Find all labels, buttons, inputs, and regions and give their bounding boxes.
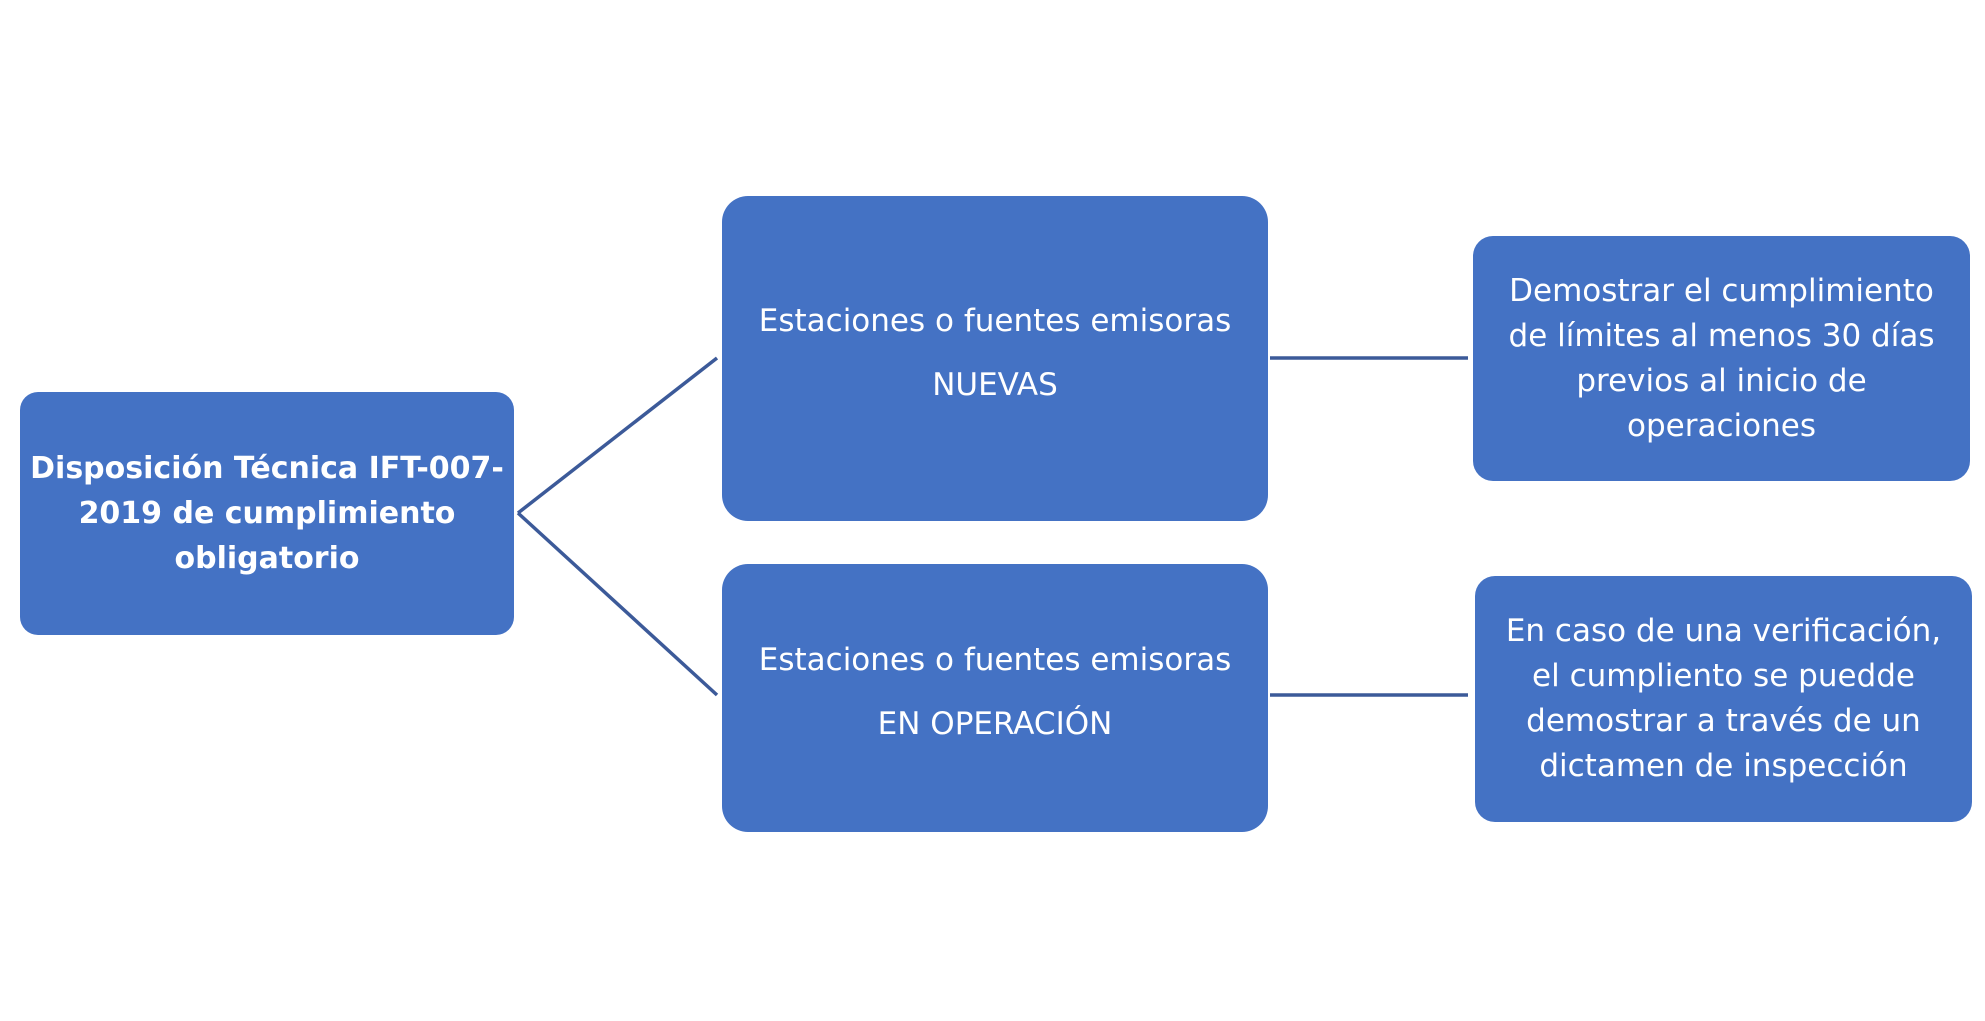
- detail-node-en-operacion: En caso de una verificación, el cumplien…: [1475, 576, 1972, 822]
- branch-sublabel: EN OPERACIÓN: [877, 706, 1113, 742]
- detail-line-4: dictamen de inspección: [1539, 748, 1908, 784]
- branch-label: Estaciones o fuentes emisoras: [758, 642, 1232, 678]
- connector-root-to-en-operacion: [516, 511, 719, 697]
- detail-line-1: Demostrar el cumplimiento: [1509, 272, 1934, 309]
- detail-line-1: En caso de una verificación,: [1505, 613, 1942, 649]
- detail-line-3: previos al inicio de: [1576, 362, 1867, 399]
- detail-line-2: de límites al menos 30 días: [1508, 317, 1935, 354]
- root-line-1: Disposición Técnica IFT-007-: [30, 451, 504, 486]
- root-line-3: obligatorio: [174, 541, 360, 576]
- detail-line-4: operaciones: [1627, 407, 1816, 444]
- root-line-2: 2019 de cumplimiento: [78, 496, 456, 531]
- detail-line-3: demostrar a través de un: [1526, 703, 1921, 739]
- branch-node-en-operacion: Estaciones o fuentes emisoras EN OPERACI…: [722, 564, 1268, 832]
- connector-root-to-nuevas: [516, 356, 719, 515]
- branch-sublabel: NUEVAS: [932, 366, 1058, 403]
- detail-line-2: el cumpliento se puedde: [1532, 658, 1915, 694]
- branch-label: Estaciones o fuentes emisoras: [758, 302, 1232, 339]
- root-node: Disposición Técnica IFT-007- 2019 de cum…: [20, 392, 514, 635]
- branch-node-nuevas: Estaciones o fuentes emisoras NUEVAS: [722, 196, 1268, 521]
- detail-node-nuevas: Demostrar el cumplimiento de límites al …: [1473, 236, 1970, 481]
